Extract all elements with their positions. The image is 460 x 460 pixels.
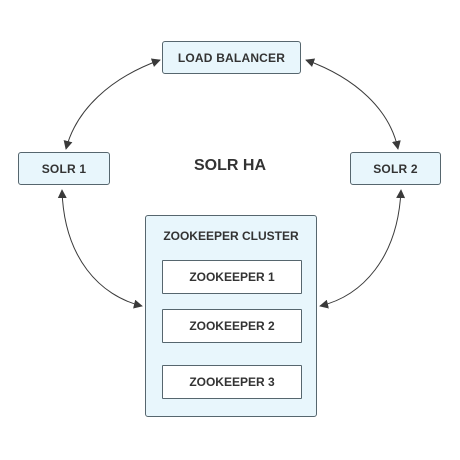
connector-solr2-cluster	[319, 189, 406, 309]
load-balancer-label: LOAD BALANCER	[177, 50, 286, 65]
solr1-node: SOLR 1	[18, 152, 110, 185]
zookeeper-cluster-label: ZOOKEEPER CLUSTER	[163, 229, 299, 243]
zookeeper-1-node: ZOOKEEPER 1	[162, 260, 302, 294]
solr1-label: SOLR 1	[41, 161, 87, 176]
zookeeper-3-node: ZOOKEEPER 3	[162, 365, 302, 399]
connector-solr1-cluster	[57, 189, 143, 309]
solr2-node: SOLR 2	[350, 152, 441, 185]
zookeeper-3-label: ZOOKEEPER 3	[189, 375, 275, 389]
zookeeper-2-node: ZOOKEEPER 2	[162, 309, 302, 343]
zookeeper-1-label: ZOOKEEPER 1	[189, 270, 275, 284]
connector-lb-solr2	[305, 58, 401, 150]
load-balancer-node: LOAD BALANCER	[162, 41, 301, 74]
diagram-title: SOLR HA	[194, 157, 266, 174]
zookeeper-cluster: ZOOKEEPER CLUSTER ZOOKEEPER 1 ZOOKEEPER …	[145, 215, 317, 417]
zookeeper-2-label: ZOOKEEPER 2	[189, 319, 275, 333]
solr2-label: SOLR 2	[373, 161, 418, 176]
connector-lb-solr1	[63, 58, 161, 150]
